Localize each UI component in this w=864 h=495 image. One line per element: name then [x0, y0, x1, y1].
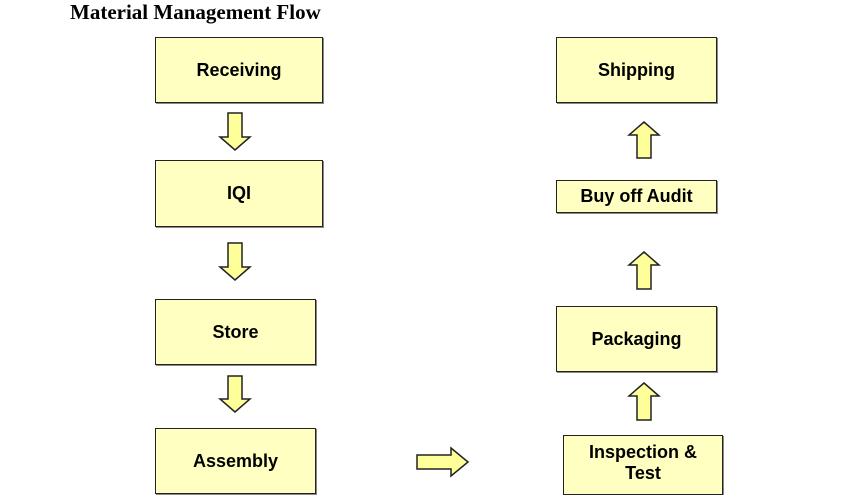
arrow-up-icon: [626, 121, 662, 159]
step-receiving: Receiving: [155, 37, 323, 103]
step-shipping: Shipping: [556, 37, 717, 103]
step-buy-off-audit: Buy off Audit: [556, 180, 717, 213]
step-assembly: Assembly: [155, 428, 316, 494]
arrow-up-icon: [626, 251, 662, 290]
arrow-down-icon: [217, 112, 253, 151]
arrow-right-icon: [416, 446, 470, 478]
arrow-down-icon: [217, 375, 253, 413]
diagram-title: Material Management Flow: [70, 0, 321, 24]
step-store: Store: [155, 299, 316, 365]
arrow-up-icon: [626, 382, 662, 421]
step-iqi: IQI: [155, 160, 323, 227]
arrow-down-icon: [217, 242, 253, 281]
step-packaging: Packaging: [556, 306, 717, 372]
step-inspection-test: Inspection & Test: [563, 435, 723, 495]
